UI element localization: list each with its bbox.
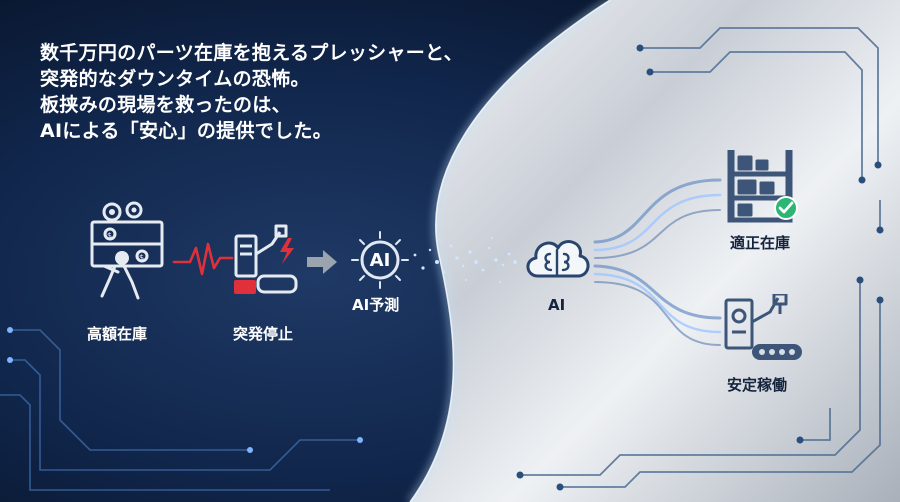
headline-line-2: 突発的なダウンタイムの恐怖。 (40, 68, 310, 90)
ai-badge-text: AI (369, 250, 391, 271)
optimal-inventory-label: 適正在庫 (730, 234, 791, 252)
optimal-inventory-shelf-icon (727, 150, 798, 223)
stable-operation-label: 安定稼働 (727, 376, 788, 394)
alert-pulse-icon (172, 242, 234, 276)
ai-hub-label: AI (548, 296, 566, 314)
headline-line-4: AIによる「安心」の提供でした。 (40, 120, 333, 142)
heavy-inventory-icon: $ $ (90, 201, 164, 300)
headline-line-3: 板挟みの現場を救ったのは、 (40, 94, 291, 116)
ai-prediction-label: AI予測 (352, 296, 400, 314)
arrow-right-icon (307, 250, 337, 274)
ai-badge-icon (351, 231, 409, 289)
sudden-stop-label: 突発停止 (233, 325, 294, 343)
broken-machine-icon (234, 224, 298, 294)
stable-machine-icon (724, 294, 802, 360)
headline: 数千万円のパーツ在庫を抱えるプレッシャーと、 突発的なダウンタイムの恐怖。 板挟… (40, 40, 463, 144)
svg-text:$: $ (107, 231, 112, 240)
inventory-problem-label: 高額在庫 (87, 325, 148, 343)
headline-line-1: 数千万円のパーツ在庫を抱えるプレッシャーと、 (40, 42, 463, 64)
cloud-brain-icon (526, 240, 590, 278)
svg-text:$: $ (139, 253, 144, 262)
